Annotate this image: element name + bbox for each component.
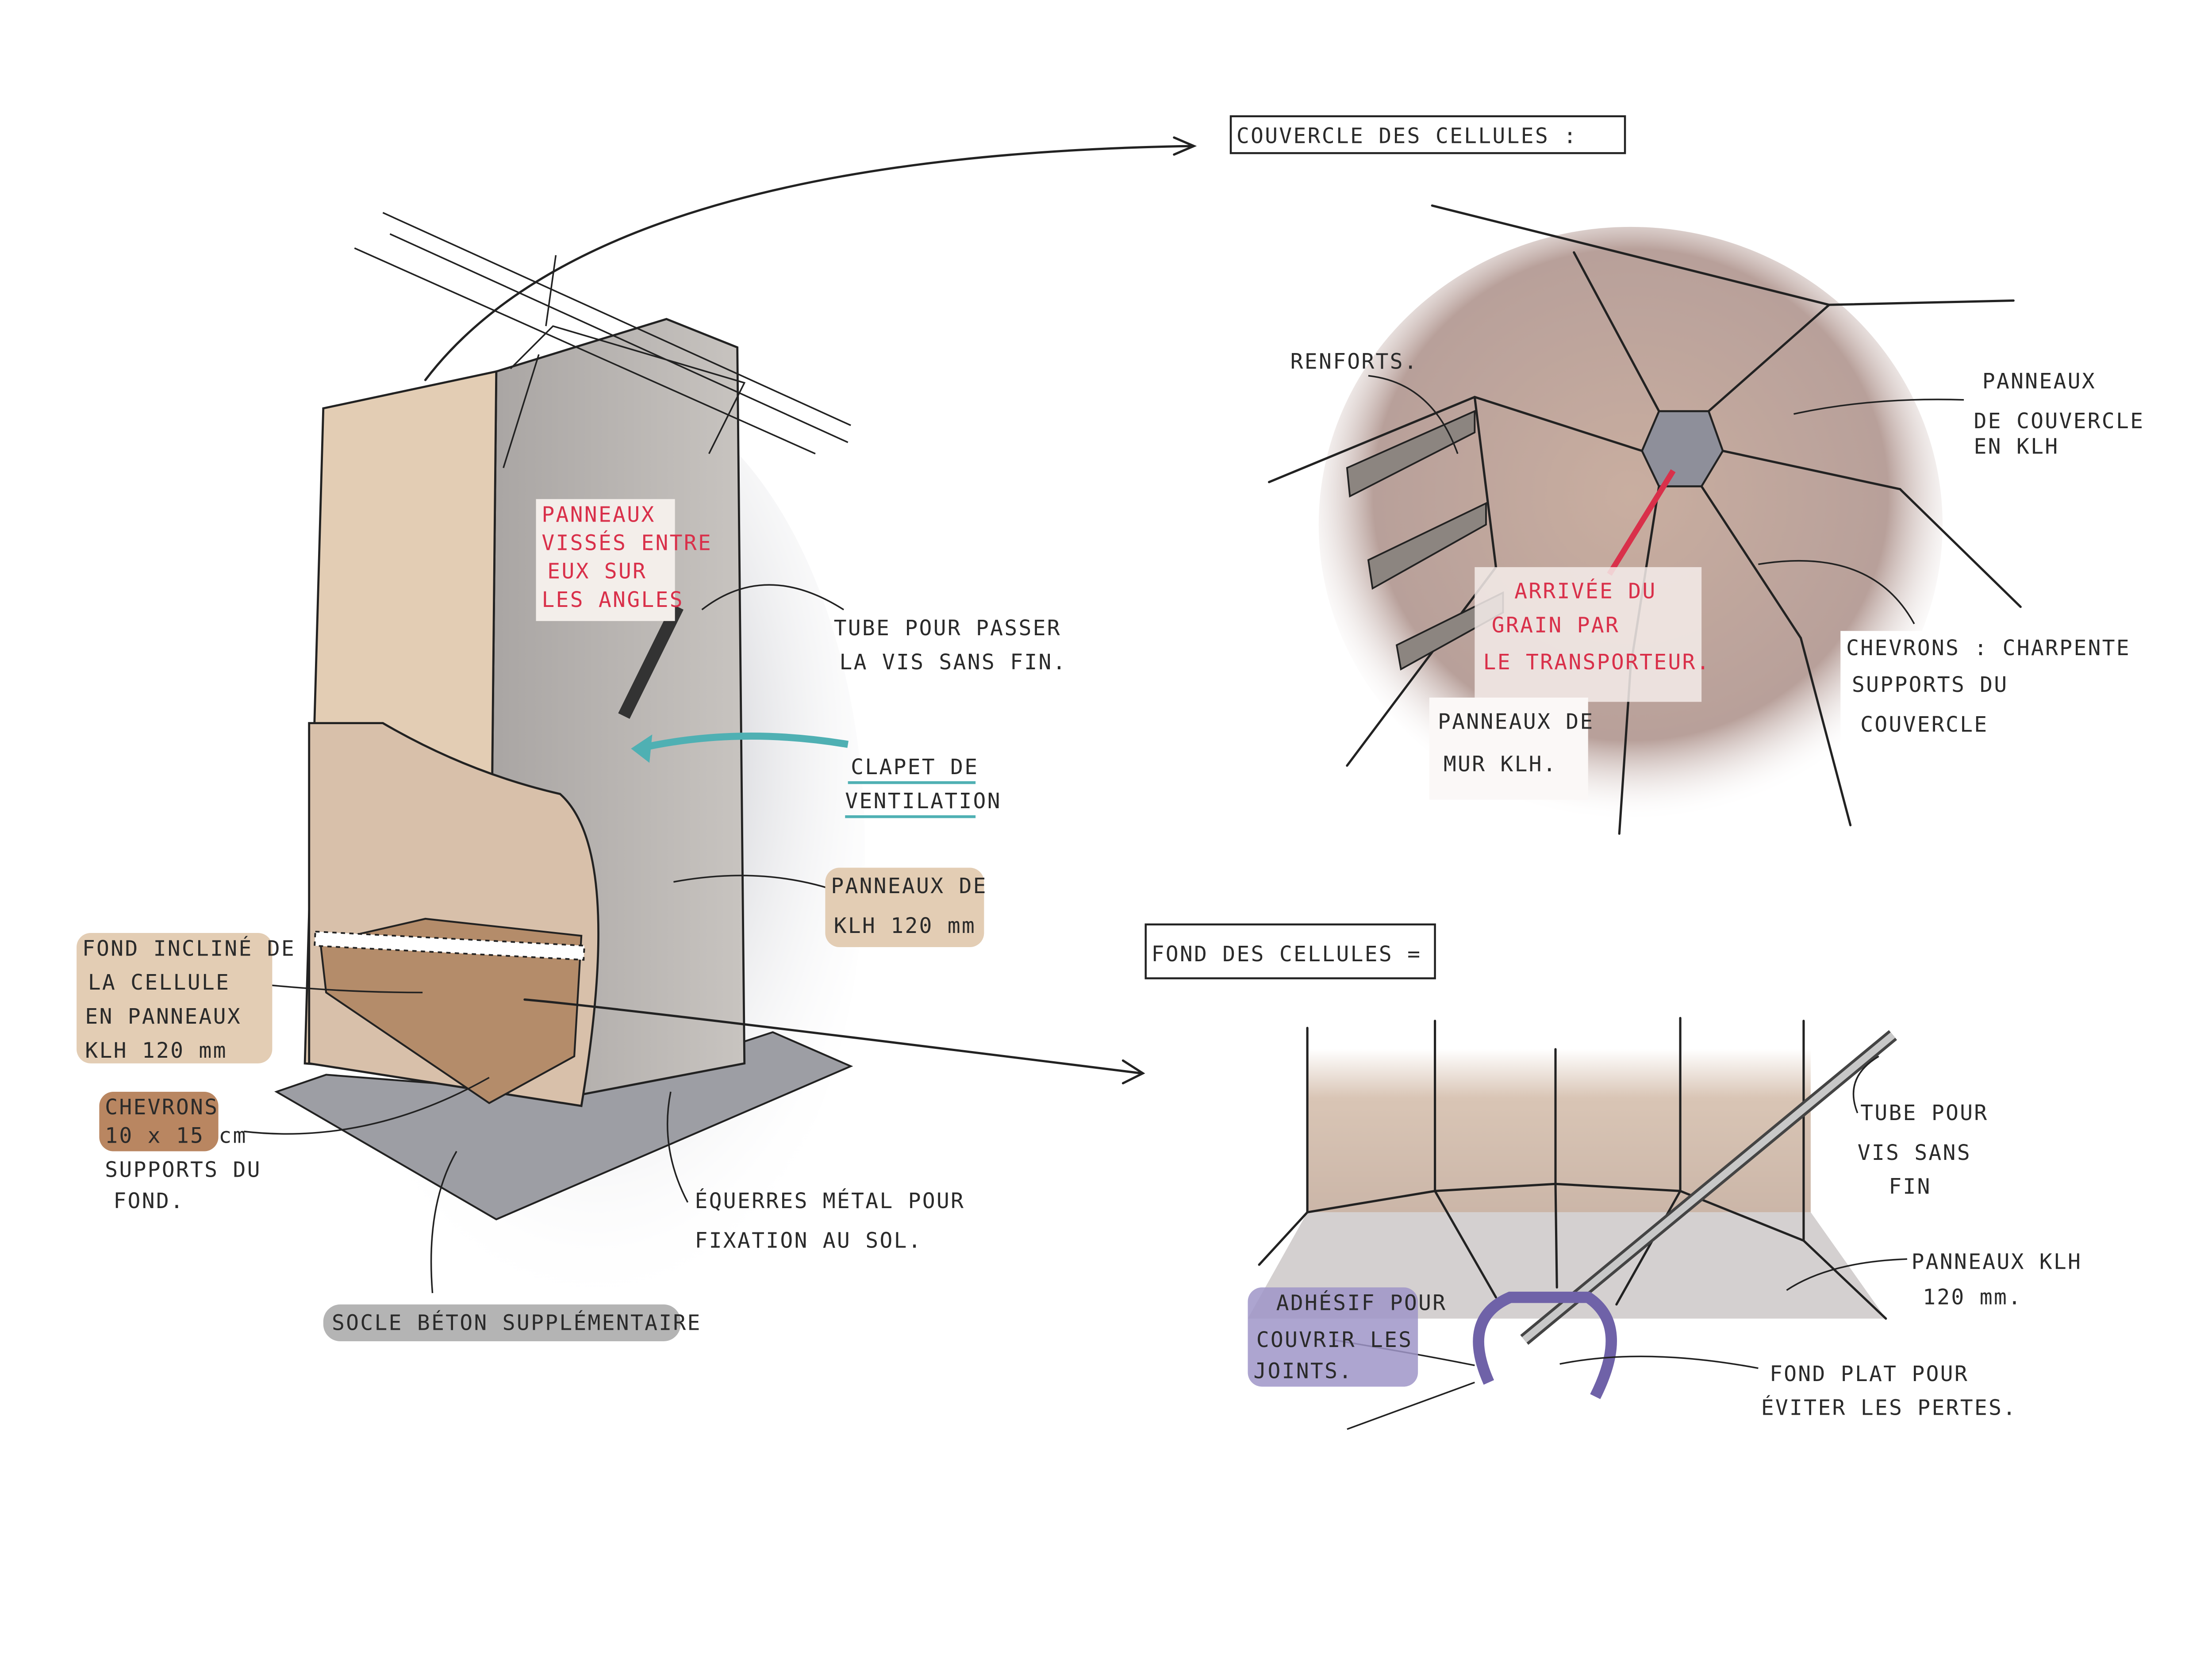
highlight	[1248, 1287, 1418, 1387]
label-vent-flap: CLAPET DE VENTILATION	[845, 755, 1002, 814]
highlight	[323, 1304, 681, 1342]
highlight	[825, 867, 984, 948]
label-bottom-klh-panels: PANNEAUX KLH 120 mm.	[1912, 1250, 2097, 1310]
label-bottom-screw-tube: TUBE POUR VIS SANS FIN	[1858, 1101, 2003, 1199]
bottom-section: FOND DES CELLULES = TUBE POUR VIS SANS F…	[1144, 923, 2097, 1430]
lid-rafters	[1268, 204, 2022, 835]
arrow-head	[1121, 1059, 1145, 1085]
label-bg	[1475, 567, 1702, 702]
screw-tube	[618, 604, 684, 719]
label-grain-arrival: ARRIVÉE DU GRAIN PAR LE TRANSPORTEUR.	[1483, 579, 1711, 675]
label-wall-panels: PANNEAUX DE MUR KLH.	[1438, 709, 1609, 776]
vent-arrow	[637, 733, 849, 752]
cell-labels: PANNEAUX VISSÉS ENTRE EUX SUR LES ANGLES…	[77, 499, 1075, 1342]
title-box	[1229, 115, 1626, 154]
bottom-callout-arrow	[523, 998, 1143, 1075]
bottom-wall-photo	[1307, 1049, 1811, 1213]
adhesive-joints	[1473, 1291, 1617, 1399]
label-flat-bottom: FOND PLAT POUR ÉVITER LES PERTES.	[1761, 1362, 2017, 1420]
label-plinth: SOCLE BÉTON SUPPLÉMENTAIRE	[332, 1310, 702, 1335]
vent-arrow-head	[631, 734, 653, 763]
leader-line	[1793, 399, 1964, 415]
label-adhesive: ADHÉSIF POUR COUVRIR LES JOINTS.	[1253, 1290, 1461, 1384]
hatched-edge	[314, 930, 585, 961]
title-bottom: FOND DES CELLULES =	[1152, 942, 1422, 967]
cell-illustration	[234, 136, 1197, 1319]
screw-tube-highlight	[1522, 1032, 1895, 1343]
label-lid-rafters: CHEVRONS : CHARPENTE SUPPORTS DU COUVERC…	[1846, 636, 2145, 737]
bottom-frame	[1258, 1017, 1887, 1320]
title-lid: COUVERCLE DES CELLULES :	[1237, 124, 1578, 149]
title-box	[1144, 923, 1436, 979]
label-bg	[1429, 697, 1588, 800]
highlight	[77, 933, 273, 1063]
sloped-bottom	[319, 917, 583, 1105]
label-screw-tube: TUBE POUR PASSER LA VIS SANS FIN.	[834, 616, 1075, 675]
lid-callout-arrow	[424, 145, 1192, 381]
label-brackets: ÉQUERRES MÉTAL POUR FIXATION AU SOL.	[695, 1188, 979, 1253]
concrete-plinth	[274, 1031, 853, 1220]
leader-lines	[234, 584, 844, 1293]
label-bg	[536, 499, 675, 621]
label-rafters: CHEVRONS 10 x 15 cm	[105, 1095, 247, 1148]
highlight	[99, 1091, 219, 1151]
arrow-head	[1173, 136, 1197, 156]
label-reinforcements: RENFORTS.	[1290, 349, 1418, 374]
label-klh-panels: PANNEAUX DE KLH 120 mm	[831, 874, 1002, 938]
label-screwed-panels: PANNEAUX VISSÉS ENTRE EUX SUR LES ANGLES	[541, 502, 726, 612]
lid-section: COUVERCLE DES CELLULES : RENFORTS. PANNE…	[1229, 115, 2159, 835]
roof-truss	[354, 212, 851, 468]
leader-line	[1758, 560, 1915, 625]
silo-cell-sketch: PANNEAUX VISSÉS ENTRE EUX SUR LES ANGLES…	[77, 115, 2159, 1430]
label-rafters-support: SUPPORTS DU FOND.	[105, 1157, 276, 1213]
grain-arrow	[1607, 469, 1676, 576]
label-sloped-bottom: FOND INCLINÉ DE LA CELLULE EN PANNEAUX K…	[82, 936, 310, 1063]
leader-line	[1368, 375, 1459, 454]
label-lid-panels: PANNEAUX DE COUVERCLE EN KLH	[1974, 369, 2159, 459]
label-bg	[1840, 631, 2082, 745]
